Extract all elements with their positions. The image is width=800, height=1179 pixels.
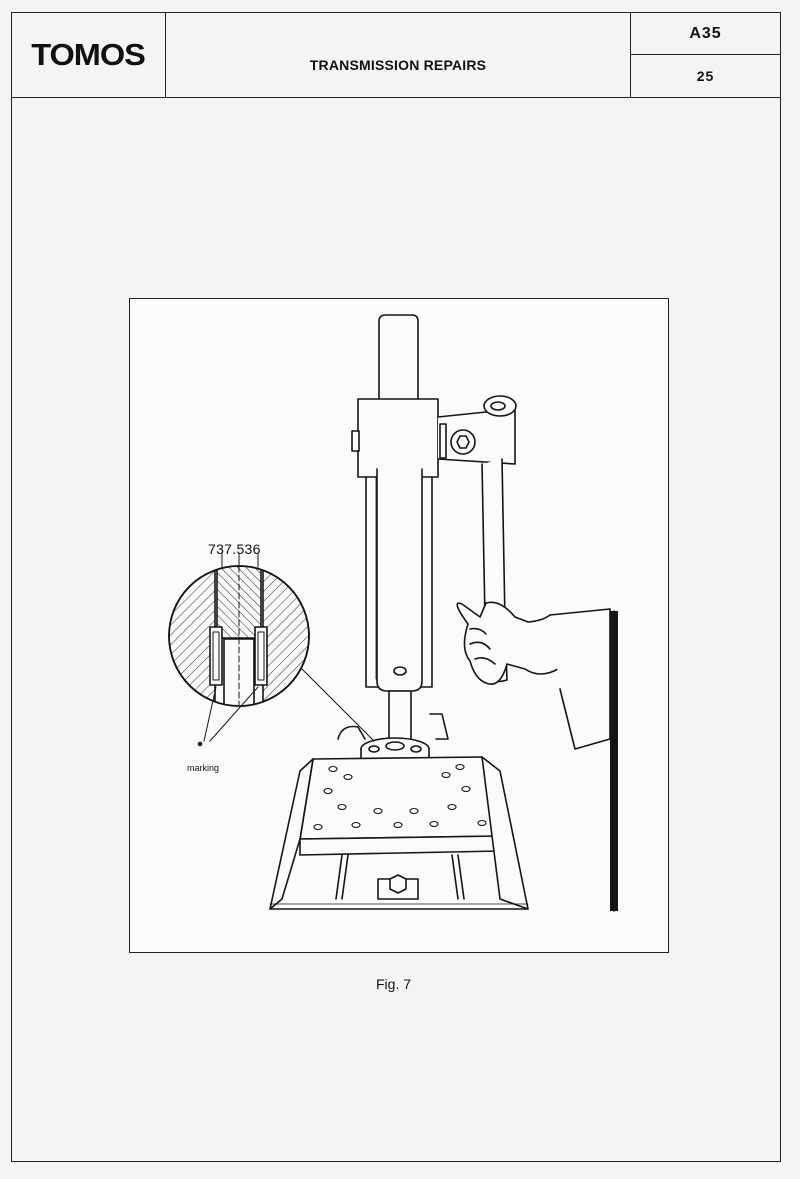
page-number-cell: 25 bbox=[631, 55, 780, 97]
marking-label: marking bbox=[187, 763, 220, 773]
press-ram bbox=[376, 468, 423, 747]
press-table bbox=[299, 756, 501, 856]
section-code: A35 bbox=[689, 24, 722, 42]
brand-logo: TOMOS bbox=[31, 37, 147, 72]
page-title: TRANSMISSION REPAIRS bbox=[309, 57, 487, 73]
section-detail-icon bbox=[168, 553, 376, 747]
page-frame: TOMOS TRANSMISSION REPAIRS A35 25 bbox=[11, 12, 781, 1162]
press-base-arms bbox=[337, 713, 449, 740]
page-number: 25 bbox=[696, 68, 715, 84]
hand-icon bbox=[456, 601, 611, 750]
press-illustration-icon bbox=[168, 314, 618, 912]
plunger-rod bbox=[378, 314, 419, 400]
page-header: TOMOS TRANSMISSION REPAIRS A35 25 bbox=[12, 13, 780, 98]
figure-box: 737.536 marking bbox=[129, 298, 669, 953]
title-cell: TRANSMISSION REPAIRS bbox=[166, 13, 631, 97]
tool-number-label: 737.536 bbox=[208, 541, 261, 557]
figure-caption: Fig. 7 bbox=[376, 976, 412, 992]
press-head bbox=[351, 395, 517, 478]
logo-cell: TOMOS bbox=[12, 13, 166, 97]
press-lower-base bbox=[269, 610, 618, 912]
section-code-cell: A35 bbox=[631, 13, 780, 55]
